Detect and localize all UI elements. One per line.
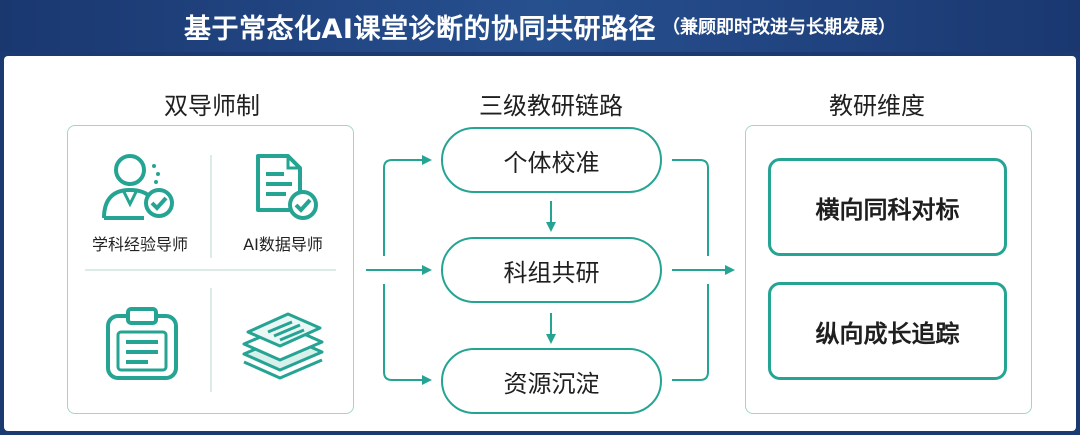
left-column-title: 双导师制 <box>164 92 260 120</box>
mentor-label-subject: 学科经验导师 <box>91 235 188 254</box>
step-individual-calibration: 个体校准 <box>441 127 662 193</box>
dimension-vertical-growth: 纵向成长追踪 <box>768 282 1007 380</box>
page-title: 基于常态化AI课堂诊断的协同共研路径 （兼顾即时改进与长期发展） <box>0 0 1080 52</box>
header-bar <box>0 0 1080 52</box>
step-group-research: 科组共研 <box>441 237 662 303</box>
layered-docs-icon <box>242 312 324 380</box>
middle-column-title: 三级教研链路 <box>479 92 623 120</box>
mentor-label-ai: AI数据导师 <box>243 235 323 254</box>
clipboard-icon <box>106 307 178 380</box>
right-column-title: 教研维度 <box>829 92 925 120</box>
title-subtitle: （兼顾即时改进与长期发展） <box>661 17 896 38</box>
teacher-check-icon <box>102 154 174 220</box>
step-resource-accumulation: 资源沉淀 <box>441 348 662 414</box>
dimension-horizontal-benchmark: 横向同科对标 <box>768 158 1007 256</box>
document-check-icon <box>256 154 318 220</box>
title-main: 基于常态化AI课堂诊断的协同共研路径 <box>184 13 656 45</box>
